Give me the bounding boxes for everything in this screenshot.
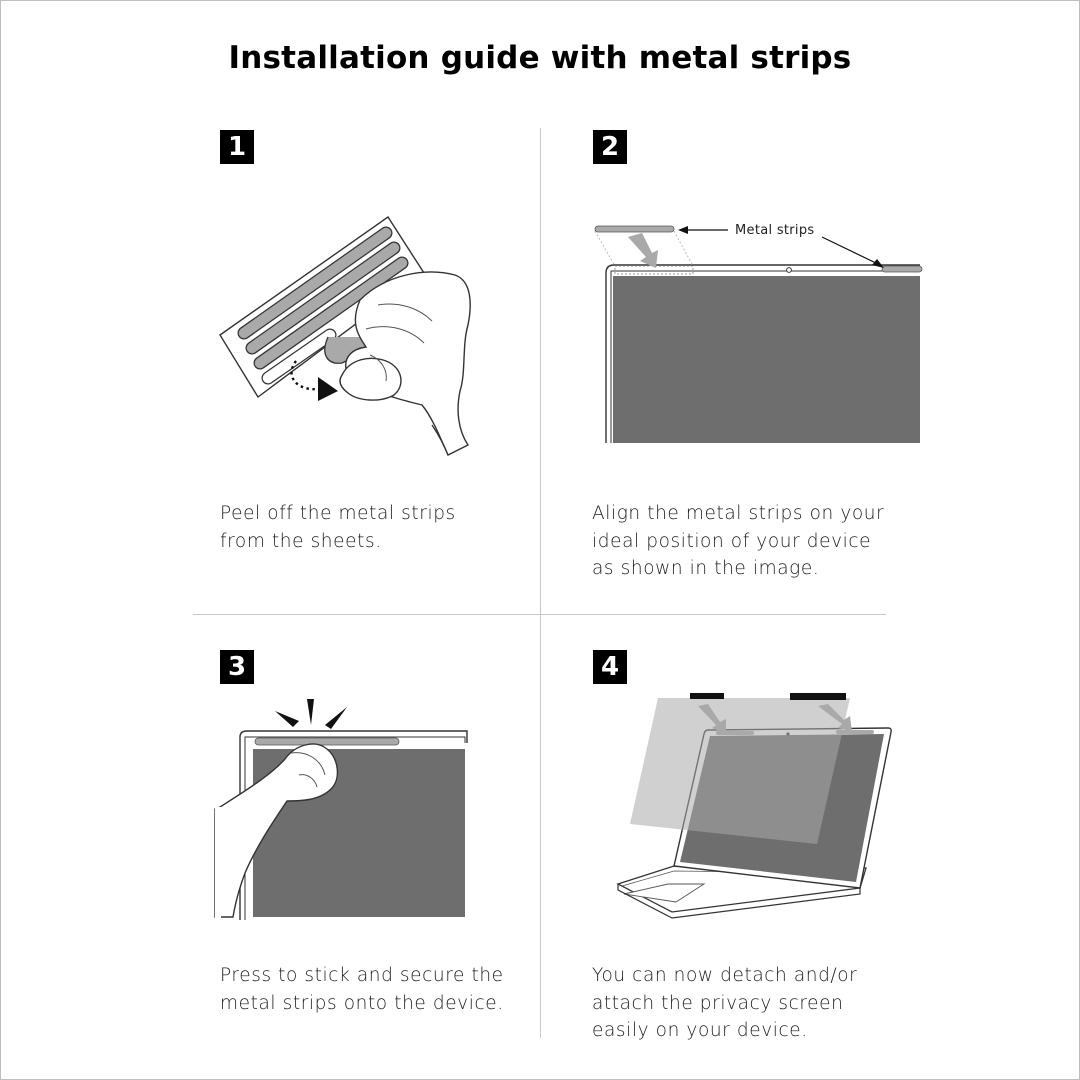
step-3-illustration bbox=[214, 699, 468, 920]
step-3-caption: Press to stick and secure the metal stri… bbox=[220, 962, 504, 1017]
step-2-caption-line: as shown in the image. bbox=[592, 558, 820, 579]
step-4-caption: You can now detach and/or attach the pri… bbox=[592, 962, 857, 1045]
step-3-badge: 3 bbox=[220, 650, 254, 684]
metal-strips-label: Metal strips bbox=[735, 223, 814, 238]
step-2-caption-line: Align the metal strips on your bbox=[592, 503, 885, 524]
step-4-badge: 4 bbox=[593, 650, 627, 684]
step-1-caption-line: Peel off the metal strips bbox=[220, 503, 456, 524]
horizontal-divider bbox=[193, 614, 886, 615]
vertical-divider bbox=[540, 128, 541, 1038]
step-1-badge: 1 bbox=[220, 130, 254, 164]
step-1-illustration bbox=[219, 216, 471, 456]
step-3-caption-line: Press to stick and secure the bbox=[220, 965, 504, 986]
step-4-illustration bbox=[616, 693, 892, 919]
step-1-caption-line: from the sheets. bbox=[220, 530, 382, 552]
step-1-caption: Peel off the metal strips from the sheet… bbox=[220, 500, 456, 555]
step-4-caption-line: attach the privacy screen bbox=[592, 992, 844, 1014]
step-4-caption-line: easily on your device. bbox=[592, 1020, 808, 1041]
step-2-caption: Align the metal strips on your ideal pos… bbox=[592, 500, 884, 583]
step-2-badge: 2 bbox=[593, 130, 627, 164]
step-4-caption-line: You can now detach and/or bbox=[592, 965, 858, 986]
step-2-illustration: Metal strips bbox=[594, 223, 923, 443]
page-title: Installation guide with metal strips bbox=[228, 40, 852, 76]
step-3-caption-line: metal strips onto the device. bbox=[220, 992, 504, 1014]
step-2-caption-line: ideal position of your device bbox=[592, 530, 872, 552]
